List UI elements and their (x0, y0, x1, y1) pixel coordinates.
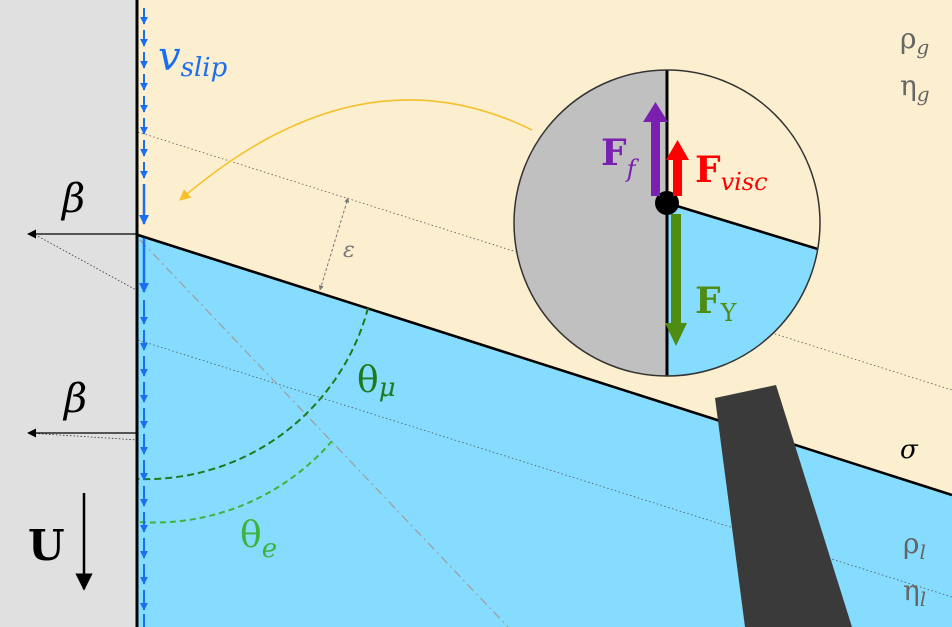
theta-mu-label: θμ (357, 360, 396, 403)
sigma-label: σ (900, 435, 919, 465)
eta-g-label: ηg (900, 69, 930, 106)
force-visc-arrow (666, 140, 689, 196)
epsilon-arrow (318, 197, 350, 291)
rho-g-label: ρg (900, 22, 929, 59)
wall-dotted-line (31, 232, 139, 292)
eta-l-label: ηl (903, 574, 926, 611)
yellow-curved-arrow (179, 99, 533, 201)
beta-top-label: β (60, 176, 85, 222)
force-f-arrow (643, 102, 668, 196)
wall-dotted-line-2 (27, 432, 139, 441)
beta-bottom-label: β (62, 376, 87, 422)
interface-line (137, 233, 952, 497)
F-visc-label: Fvisc (695, 149, 768, 196)
theta-e-label: θe (240, 515, 277, 564)
dashdot-line (139, 239, 509, 627)
v-slip-label: vslip (158, 34, 228, 83)
rho-l-label: ρl (903, 527, 926, 564)
force-Y-arrow (665, 214, 687, 346)
U-label: U (28, 521, 65, 570)
epsilon-label: ε (343, 238, 355, 263)
wall-region (0, 0, 138, 627)
theta-mu-arc (137, 307, 369, 481)
F-Y-label: FY (695, 280, 738, 327)
magnifier-handle (715, 385, 852, 627)
